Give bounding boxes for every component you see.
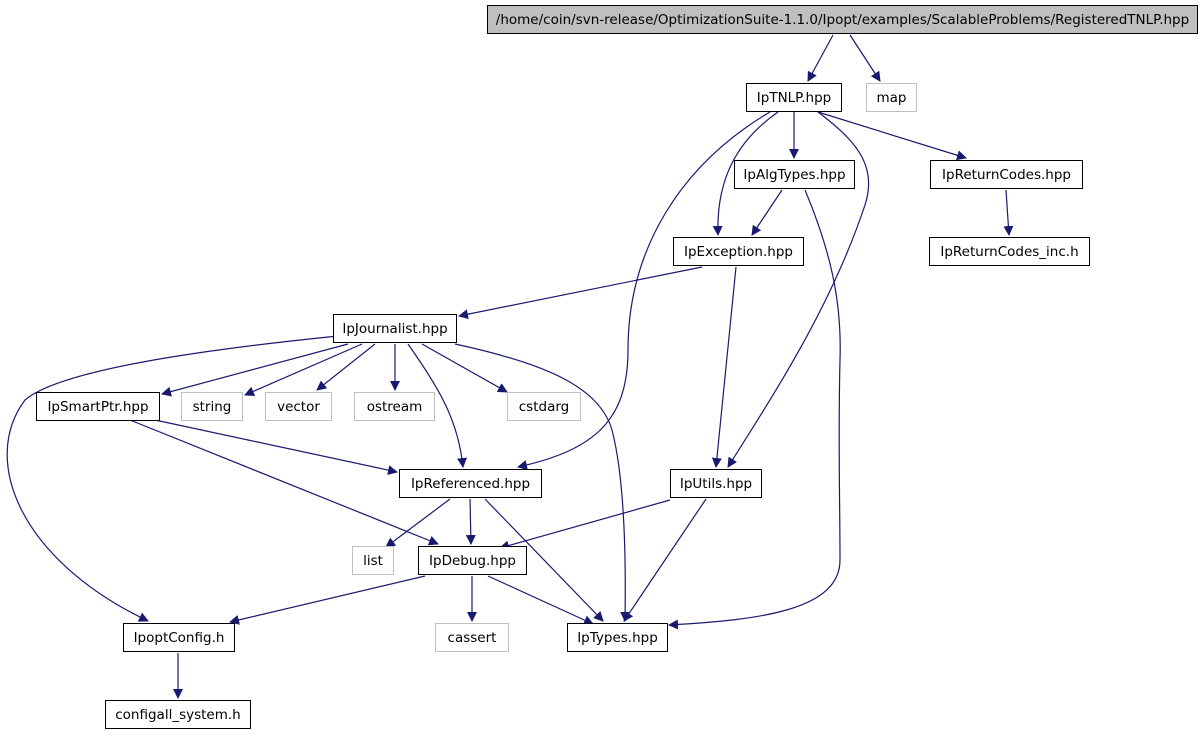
node-label: list bbox=[363, 553, 383, 569]
node-box bbox=[567, 623, 668, 652]
node-vector: vector bbox=[265, 392, 332, 421]
edge-iptnlp-to-ipreturncodes bbox=[817, 111, 967, 161]
node-box bbox=[734, 160, 855, 189]
node-label: string bbox=[193, 399, 232, 415]
node-box bbox=[354, 392, 435, 421]
edge-ipjournalist-to-ipsmartptr bbox=[161, 343, 349, 397]
node-label: IpAlgTypes.hpp bbox=[743, 167, 845, 183]
node-ipoptconfig[interactable]: IpoptConfig.h bbox=[123, 623, 235, 652]
node-iptypes[interactable]: IpTypes.hpp bbox=[567, 623, 668, 652]
node-box bbox=[105, 700, 251, 729]
node-label: cstdarg bbox=[519, 399, 569, 415]
node-box bbox=[670, 469, 762, 498]
node-box bbox=[929, 237, 1090, 266]
node-box bbox=[352, 546, 394, 575]
node-label: ostream bbox=[367, 399, 423, 415]
node-string: string bbox=[181, 392, 243, 421]
node-box bbox=[418, 546, 527, 575]
node-root[interactable]: /home/coin/svn-release/OptimizationSuite… bbox=[487, 5, 1198, 34]
edge-ipdebug-to-ipoptconfig bbox=[229, 575, 426, 625]
node-ipdebug[interactable]: IpDebug.hpp bbox=[418, 546, 527, 575]
node-label: IpReturnCodes_inc.h bbox=[940, 244, 1078, 260]
node-label: IpJournalist.hpp bbox=[342, 321, 447, 337]
node-iputils[interactable]: IpUtils.hpp bbox=[670, 469, 762, 498]
node-label: IpTypes.hpp bbox=[577, 630, 658, 646]
edge-ipdebug-to-iptypes bbox=[487, 575, 594, 625]
edge-iptnlp-to-ipexception bbox=[712, 111, 779, 236]
node-label: IpUtils.hpp bbox=[680, 476, 752, 492]
node-configall[interactable]: configall_system.h bbox=[105, 700, 251, 729]
node-ipjournalist[interactable]: IpJournalist.hpp bbox=[333, 314, 457, 343]
node-ipreturncodes[interactable]: IpReturnCodes.hpp bbox=[930, 160, 1083, 189]
node-ostream: ostream bbox=[354, 392, 435, 421]
node-box bbox=[399, 469, 542, 498]
edge-iptnlp-to-ipreferenced bbox=[517, 111, 771, 470]
edge-ipsmartptr-to-ipreferenced bbox=[154, 419, 398, 475]
edge-ipreferenced-to-iptypes bbox=[484, 498, 604, 622]
node-box bbox=[123, 623, 235, 652]
edge-ipreferenced-to-list bbox=[385, 498, 451, 548]
edge-ipexception-to-ipjournalist bbox=[458, 266, 703, 320]
node-label: vector bbox=[277, 399, 320, 415]
node-cstdarg: cstdarg bbox=[507, 392, 581, 421]
edge-ipreturncodes-to-ipreturncodes_inc bbox=[1003, 189, 1014, 236]
nodes-layer: /home/coin/svn-release/OptimizationSuite… bbox=[36, 5, 1198, 729]
edges-layer bbox=[6, 34, 1014, 699]
node-box bbox=[333, 314, 457, 343]
node-box bbox=[673, 237, 804, 266]
node-ipalgtypes[interactable]: IpAlgTypes.hpp bbox=[734, 160, 855, 189]
edge-iptnlp-to-iputils bbox=[727, 111, 870, 468]
edge-iputils-to-iptypes bbox=[623, 498, 707, 622]
node-box bbox=[507, 392, 581, 421]
edge-ipjournalist-to-cstdarg bbox=[421, 343, 508, 393]
node-label: IpoptConfig.h bbox=[134, 630, 225, 646]
node-ipreferenced[interactable]: IpReferenced.hpp bbox=[399, 469, 542, 498]
edge-ipsmartptr-to-ipdebug bbox=[129, 419, 439, 546]
edge-ipjournalist-to-iptypes bbox=[454, 343, 631, 622]
node-map: map bbox=[866, 83, 917, 112]
node-box bbox=[746, 83, 842, 112]
edge-ipjournalist-to-vector bbox=[316, 343, 376, 391]
edge-ipalgtypes-to-iptypes bbox=[668, 189, 841, 630]
node-box bbox=[930, 160, 1083, 189]
edge-iputils-to-ipdebug bbox=[499, 499, 671, 551]
edge-root-to-map bbox=[849, 34, 881, 82]
node-label: IpSmartPtr.hpp bbox=[47, 399, 148, 415]
node-ipsmartptr[interactable]: IpSmartPtr.hpp bbox=[36, 392, 160, 421]
edge-ipjournalist-to-ipreferenced bbox=[407, 343, 468, 468]
edge-ipjournalist-to-string bbox=[244, 343, 363, 396]
edge-ipreferenced-to-ipdebug bbox=[465, 498, 476, 545]
node-cassert: cassert bbox=[435, 623, 509, 652]
node-box bbox=[866, 83, 917, 112]
node-list: list bbox=[352, 546, 394, 575]
node-box bbox=[36, 392, 160, 421]
node-label: map bbox=[877, 90, 907, 106]
node-label: /home/coin/svn-release/OptimizationSuite… bbox=[496, 12, 1189, 28]
node-box bbox=[487, 5, 1198, 34]
node-iptnlp[interactable]: IpTNLP.hpp bbox=[746, 83, 842, 112]
node-ipexception[interactable]: IpException.hpp bbox=[673, 237, 804, 266]
node-box bbox=[435, 623, 509, 652]
node-label: IpReturnCodes.hpp bbox=[942, 167, 1071, 183]
node-label: IpTNLP.hpp bbox=[757, 90, 831, 106]
node-box bbox=[181, 392, 243, 421]
node-ipreturncodes_inc[interactable]: IpReturnCodes_inc.h bbox=[929, 237, 1090, 266]
node-label: IpException.hpp bbox=[684, 244, 793, 260]
edge-root-to-iptnlp bbox=[807, 34, 834, 82]
edge-ipjournalist-to-ipoptconfig bbox=[6, 335, 339, 622]
node-box bbox=[265, 392, 332, 421]
node-label: IpReferenced.hpp bbox=[411, 476, 530, 492]
node-label: configall_system.h bbox=[115, 707, 241, 723]
edge-ipexception-to-iputils bbox=[711, 266, 737, 468]
node-label: IpDebug.hpp bbox=[429, 553, 516, 569]
node-label: cassert bbox=[448, 630, 497, 646]
edge-ipalgtypes-to-ipexception bbox=[751, 189, 783, 236]
